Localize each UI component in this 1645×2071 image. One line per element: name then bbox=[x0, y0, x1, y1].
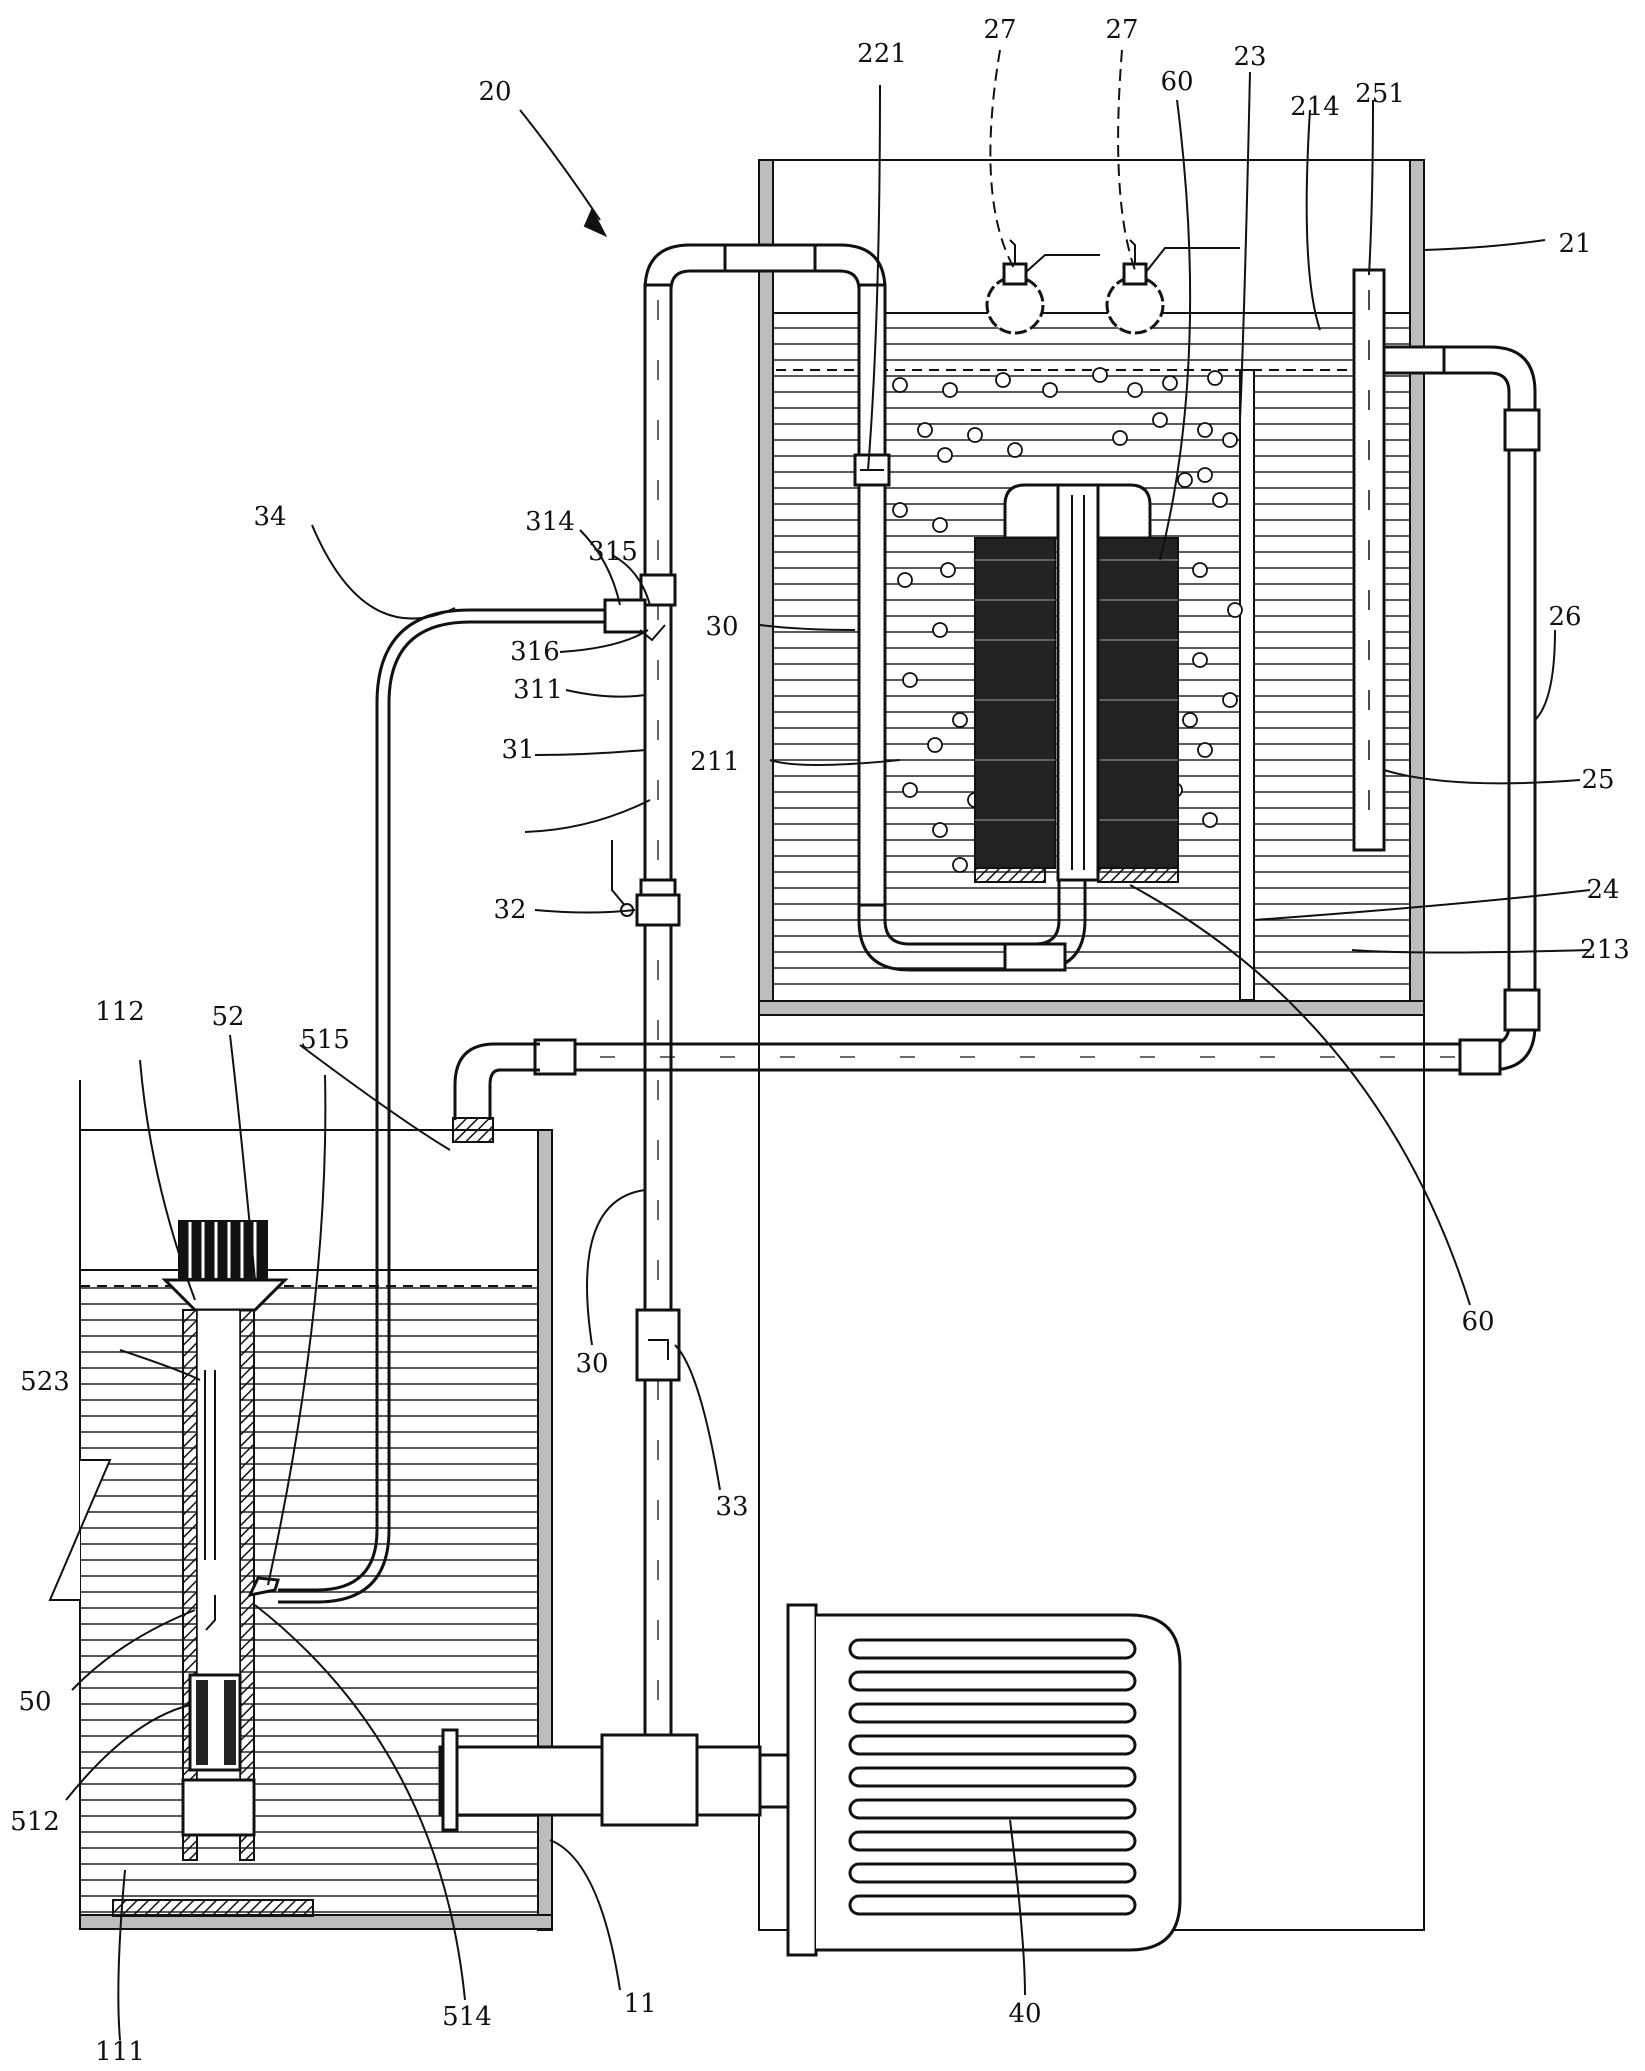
label-27-right: 27 bbox=[1105, 15, 1138, 45]
partition-plate-24 bbox=[1239, 369, 1255, 1001]
label-213: 213 bbox=[1580, 935, 1630, 965]
electrode-assembly-60 bbox=[974, 483, 1179, 883]
level-tube-25 bbox=[1352, 268, 1386, 852]
label-27-left: 27 bbox=[983, 15, 1016, 45]
reference-labels: 20 21 221 27 27 60 23 214 251 26 25 24 2… bbox=[10, 15, 1630, 2067]
label-21: 21 bbox=[1558, 229, 1591, 259]
label-112: 112 bbox=[95, 997, 145, 1027]
label-315: 315 bbox=[588, 537, 638, 567]
sensor-27-left bbox=[985, 239, 1100, 335]
label-523: 523 bbox=[20, 1367, 70, 1397]
label-24: 24 bbox=[1586, 875, 1619, 905]
label-211: 211 bbox=[690, 747, 740, 777]
pipe-30 bbox=[611, 243, 1087, 1777]
label-221: 221 bbox=[857, 39, 907, 69]
label-20: 20 bbox=[478, 77, 511, 107]
label-251: 251 bbox=[1355, 79, 1405, 109]
label-34: 34 bbox=[253, 502, 286, 532]
label-23: 23 bbox=[1233, 42, 1266, 72]
label-512: 512 bbox=[10, 1807, 60, 1837]
label-214: 214 bbox=[1290, 92, 1340, 122]
motor-40 bbox=[438, 1603, 1182, 1957]
gas-bubbles bbox=[892, 367, 1243, 873]
sensor-27-right bbox=[1105, 239, 1240, 335]
label-31: 31 bbox=[501, 735, 534, 765]
label-514: 514 bbox=[442, 2002, 492, 2032]
label-25: 25 bbox=[1581, 765, 1614, 795]
label-30-upper: 30 bbox=[705, 612, 738, 642]
label-50: 50 bbox=[18, 1687, 51, 1717]
label-11: 11 bbox=[623, 1989, 656, 2019]
label-26: 26 bbox=[1548, 602, 1581, 632]
label-32: 32 bbox=[493, 895, 526, 925]
label-311: 311 bbox=[513, 675, 563, 705]
label-515: 515 bbox=[300, 1025, 350, 1055]
label-314: 314 bbox=[525, 507, 575, 537]
label-60-top: 60 bbox=[1160, 67, 1193, 97]
leader-lines bbox=[65, 49, 1591, 2041]
return-pipe-26 bbox=[452, 345, 1541, 1143]
ejector-50 bbox=[112, 1220, 314, 1917]
label-40: 40 bbox=[1008, 1999, 1041, 2029]
label-30-lower: 30 bbox=[575, 1349, 608, 1379]
label-316: 316 bbox=[510, 637, 560, 667]
label-52: 52 bbox=[211, 1002, 244, 1032]
label-111: 111 bbox=[95, 2037, 145, 2066]
label-33: 33 bbox=[715, 1492, 748, 1522]
label-60-bottom: 60 bbox=[1461, 1307, 1494, 1337]
